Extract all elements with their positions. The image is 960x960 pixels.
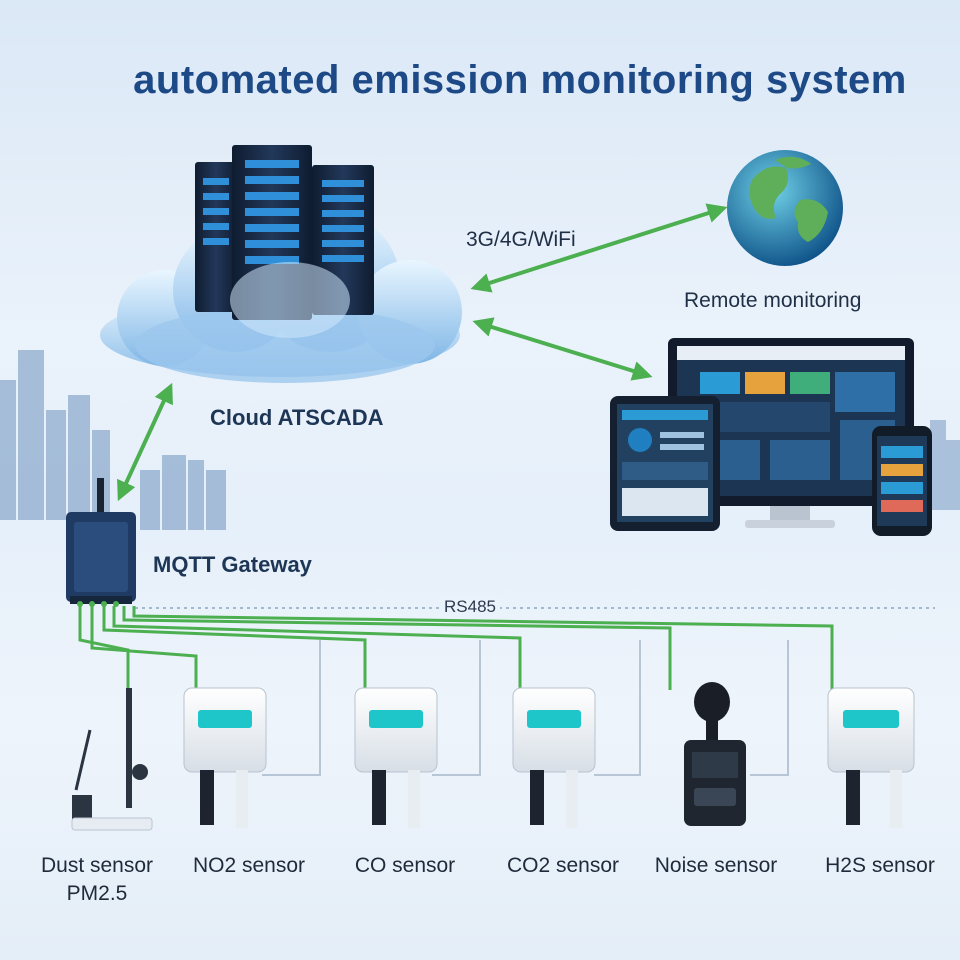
link-cloud-gateway xyxy=(117,382,173,502)
no2-sensor-icon xyxy=(183,687,267,828)
phone-icon xyxy=(872,426,932,536)
h2s-sensor-icon xyxy=(827,687,915,828)
sensor-label: H2S sensor xyxy=(825,854,935,877)
gateway-label: MQTT Gateway xyxy=(153,552,312,577)
network-label: 3G/4G/WiFi xyxy=(466,228,576,251)
tablet-icon xyxy=(610,396,720,531)
dust-sensor-icon xyxy=(71,688,153,831)
sensor-label: CO2 sensor xyxy=(506,854,620,877)
sensor-label: CO sensor xyxy=(354,854,456,877)
sensor-label: NO2 sensor xyxy=(192,854,306,877)
globe-icon xyxy=(727,150,843,266)
sensor-label: Noise sensor xyxy=(654,854,778,877)
remote-monitoring-label: Remote monitoring xyxy=(684,289,862,312)
server-rack-icon xyxy=(195,145,374,338)
co2-sensor-icon xyxy=(512,687,596,828)
co-sensor-icon xyxy=(354,687,438,828)
city-skyline-left xyxy=(0,350,226,530)
rs485-label: RS485 xyxy=(440,597,500,617)
cloud-label: Cloud ATSCADA xyxy=(210,405,384,430)
city-skyline-right xyxy=(930,420,960,510)
diagram-title: automated emission monitoring system xyxy=(133,58,907,102)
sensor-grey-wiring xyxy=(262,640,789,776)
link-cloud-globe xyxy=(470,203,728,293)
mqtt-gateway-icon xyxy=(66,478,136,607)
link-cloud-screens xyxy=(472,317,653,381)
sensor-wiring xyxy=(78,606,834,690)
noise-sensor-icon xyxy=(684,682,746,826)
